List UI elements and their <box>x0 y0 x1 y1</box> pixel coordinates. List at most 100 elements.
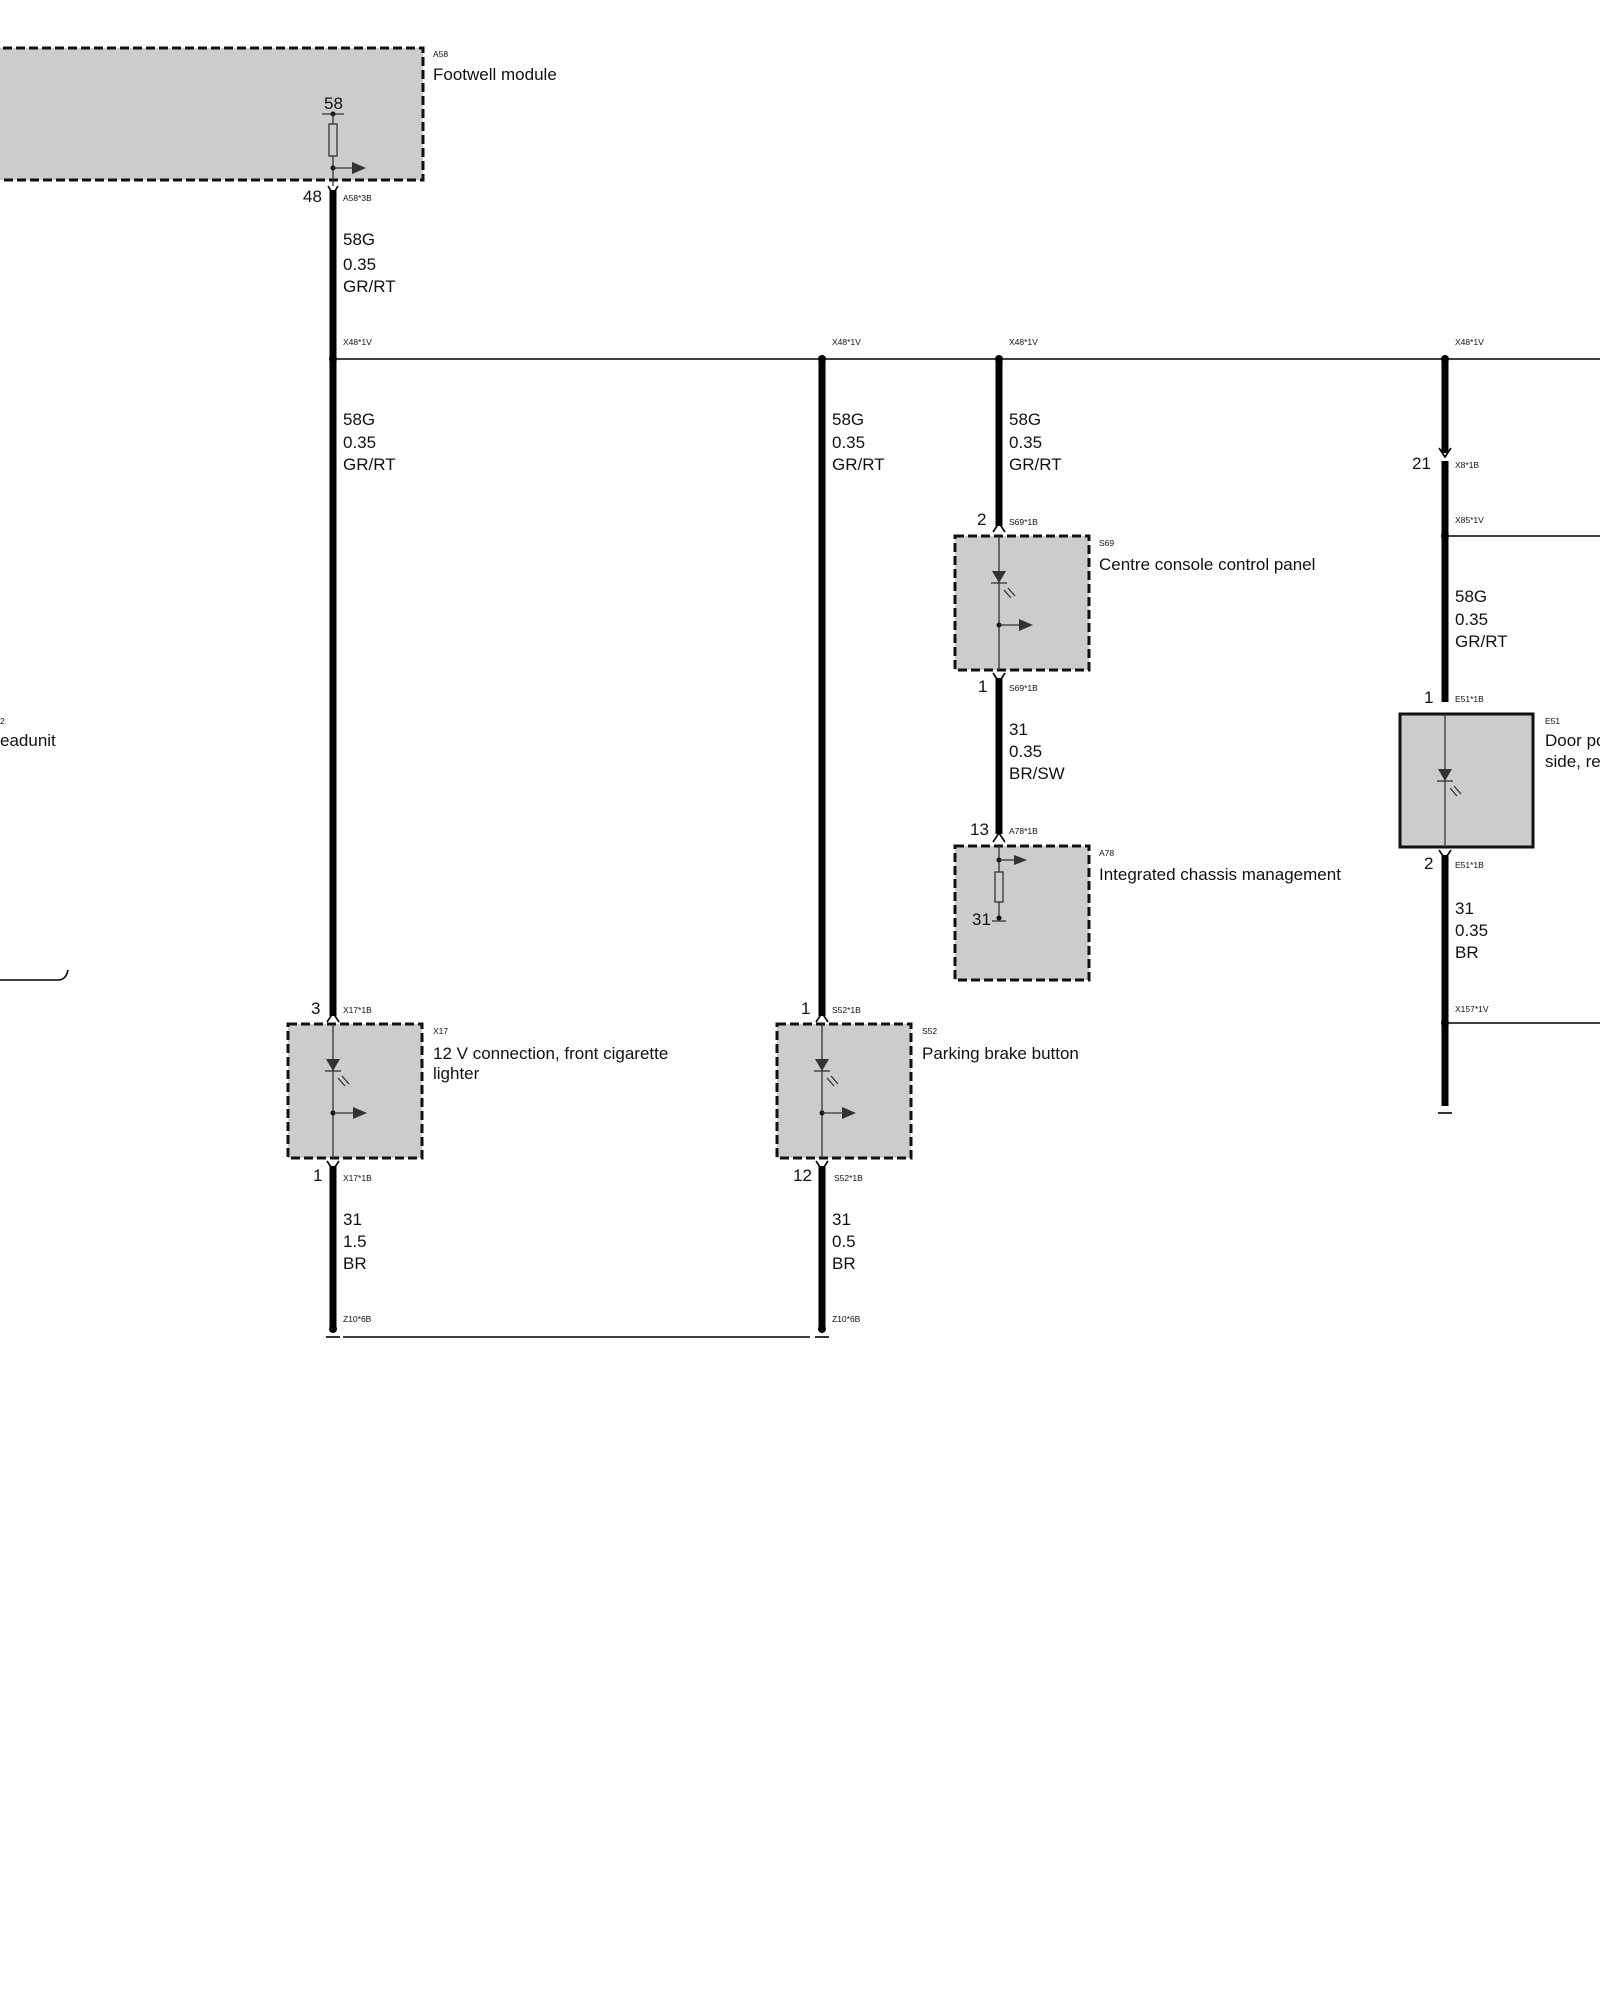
conn-e51-bottom: E51*1B <box>1455 860 1484 870</box>
e51-led-icon <box>1438 769 1452 781</box>
w1-size: 0.35 <box>343 255 376 274</box>
a78-ground-dot <box>996 915 1002 921</box>
w3-size: 0.35 <box>832 433 865 452</box>
pin-s69-1: 1 <box>978 677 987 696</box>
w3-signal: 58G <box>832 410 864 429</box>
w4-size: 0.35 <box>1009 433 1042 452</box>
s52-box <box>775 1022 913 1160</box>
s52-name: Parking brake button <box>922 1044 1079 1063</box>
a78-arrow-icon <box>1014 855 1027 865</box>
pin-s52-1: 1 <box>801 999 810 1018</box>
conn-x17-bottom: X17*1B <box>343 1173 372 1183</box>
w5-signal: 58G <box>1455 587 1487 606</box>
x17-led-icon <box>326 1059 340 1071</box>
conn-e51-top: E51*1B <box>1455 694 1484 704</box>
component-s69: S69 Centre console control panel <box>953 534 1315 672</box>
w1-signal: 58G <box>343 230 375 249</box>
w2-signal: 58G <box>343 410 375 429</box>
w4-color: GR/RT <box>1009 455 1062 474</box>
component-e51: E51 Door po side, re <box>1398 712 1600 849</box>
conn-s52-bottom: S52*1B <box>834 1173 863 1183</box>
s52-arrow-icon <box>842 1107 856 1119</box>
s69-arrow-icon <box>1019 619 1033 631</box>
s69-code: S69 <box>1099 538 1114 548</box>
e51-name-line2: side, re <box>1545 752 1600 771</box>
w5-size: 0.35 <box>1455 610 1488 629</box>
pin-a78-13: 13 <box>970 820 989 839</box>
s69-light-rays-icon <box>1003 587 1016 599</box>
pin-a58-48: 48 <box>303 187 322 206</box>
conn-x48-4: X48*1V <box>1455 337 1484 347</box>
w7-size: 0.35 <box>1455 921 1488 940</box>
conn-a78-top: A78*1B <box>1009 826 1038 836</box>
w6-color: BR/SW <box>1009 764 1065 783</box>
a58-box <box>0 46 425 182</box>
conn-x48-1: X48*1V <box>343 337 372 347</box>
pin-x8-21: 21 <box>1412 454 1431 473</box>
conn-x48-2: X48*1V <box>832 337 861 347</box>
x17-top-fork-icon <box>326 1011 340 1023</box>
a78-pin-31: 31 <box>972 910 991 929</box>
w8-size: 1.5 <box>343 1232 367 1251</box>
s52-top-fork-icon <box>815 1011 829 1023</box>
a78-name: Integrated chassis management <box>1099 865 1341 884</box>
w7-signal: 31 <box>1455 899 1474 918</box>
x8-fork-icon <box>1438 447 1452 459</box>
headunit-code: 2 <box>0 716 5 726</box>
component-a78: A78 Integrated chassis management 31 <box>953 844 1341 982</box>
pin-s52-12: 12 <box>793 1166 812 1185</box>
x17-name-line2: lighter <box>433 1064 480 1083</box>
x17-arrow-icon <box>353 1107 367 1119</box>
w2-size: 0.35 <box>343 433 376 452</box>
w7-color: BR <box>1455 943 1479 962</box>
s52-led-icon <box>815 1059 829 1071</box>
headunit-name: eadunit <box>0 731 56 750</box>
conn-s69-bottom: S69*1B <box>1009 683 1038 693</box>
a58-code: A58 <box>433 49 448 59</box>
e51-light-rays-icon <box>1449 785 1462 797</box>
x17-name-line1: 12 V connection, front cigarette <box>433 1044 668 1063</box>
w4-signal: 58G <box>1009 410 1041 429</box>
w6-signal: 31 <box>1009 720 1028 739</box>
w9-signal: 31 <box>832 1210 851 1229</box>
w2-color: GR/RT <box>343 455 396 474</box>
s69-box <box>953 534 1091 672</box>
headunit-outline-corner <box>0 969 69 981</box>
a78-code: A78 <box>1099 848 1114 858</box>
s69-name: Centre console control panel <box>1099 555 1315 574</box>
conn-z10-2: Z10*6B <box>832 1314 861 1324</box>
w3-color: GR/RT <box>832 455 885 474</box>
pin-s69-2: 2 <box>977 510 986 529</box>
s69-top-fork-icon <box>992 521 1006 533</box>
e51-code: E51 <box>1545 716 1560 726</box>
conn-x17-top: X17*1B <box>343 1005 372 1015</box>
conn-z10-1: Z10*6B <box>343 1314 372 1324</box>
s52-light-rays-icon <box>826 1075 839 1087</box>
a58-arrow-icon <box>352 162 366 174</box>
e51-box <box>1398 712 1535 849</box>
conn-x157: X157*1V <box>1455 1004 1489 1014</box>
w6-size: 0.35 <box>1009 742 1042 761</box>
w9-size: 0.5 <box>832 1232 856 1251</box>
s69-led-icon <box>992 571 1006 583</box>
x17-box <box>286 1022 424 1160</box>
pin-x17-3: 3 <box>311 999 320 1018</box>
component-x17: X17 12 V connection, front cigarette lig… <box>286 1022 668 1160</box>
conn-s69-top: S69*1B <box>1009 517 1038 527</box>
conn-x8: X8*1B <box>1455 460 1479 470</box>
conn-a58-3b: A58*3B <box>343 193 372 203</box>
x17-code: X17 <box>433 1026 448 1036</box>
x17-light-rays-icon <box>337 1075 350 1087</box>
conn-s52-top: S52*1B <box>832 1005 861 1015</box>
a78-box <box>953 844 1091 982</box>
pin-e51-2: 2 <box>1424 854 1433 873</box>
conn-x85: X85*1V <box>1455 515 1484 525</box>
e51-name-line1: Door po <box>1545 731 1600 750</box>
w8-signal: 31 <box>343 1210 362 1229</box>
a78-fork-icon <box>992 831 1006 843</box>
component-a58: A58 Footwell module 58 <box>0 46 557 186</box>
w1-color: GR/RT <box>343 277 396 296</box>
pin-e51-1: 1 <box>1424 688 1433 707</box>
pin-x17-1: 1 <box>313 1166 322 1185</box>
